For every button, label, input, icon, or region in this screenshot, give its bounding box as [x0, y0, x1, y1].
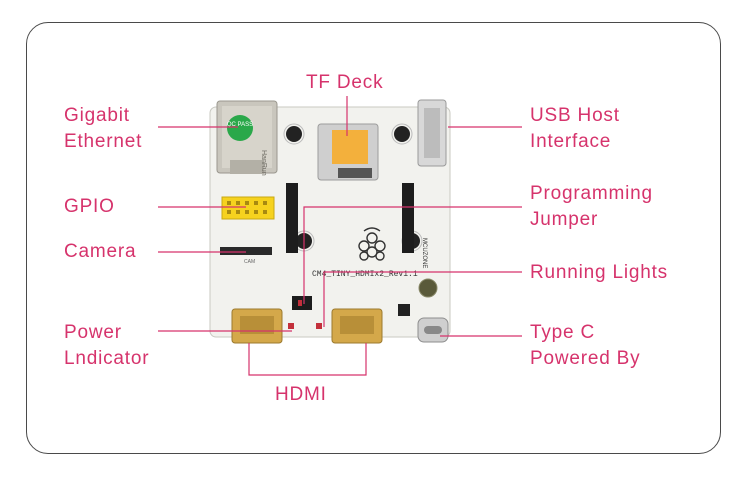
diagram-frame: [26, 22, 721, 454]
model-silk-text: CM4_TINY_HDMIx2_Rev1.1: [312, 270, 418, 279]
line-programming-jumper: [303, 206, 522, 304]
label-type-c-line2: Powered By: [530, 348, 641, 369]
power-led: [288, 323, 294, 329]
label-power-indicator-line1: Power: [64, 322, 122, 343]
label-gpio: GPIO: [64, 196, 115, 217]
qc-badge-text: QC PASS: [227, 122, 253, 128]
camera-connector: [220, 247, 272, 255]
line-hdmi-bracket: [248, 343, 367, 376]
hdmi-port-1: [231, 308, 283, 344]
label-hdmi: HDMI: [275, 384, 327, 405]
label-power-indicator-line2: Lndicator: [64, 348, 150, 369]
gpio-header: [221, 196, 275, 220]
rj45-jack: QC PASS HanRun: [216, 100, 278, 176]
rj45-brand-text: HanRun: [260, 150, 267, 176]
label-programming-jumper-line1: Programming: [530, 183, 653, 204]
tf-card: [332, 130, 368, 164]
hdmi-port-2: [331, 308, 383, 344]
electrolytic-cap: [418, 278, 438, 298]
label-programming-jumper-line2: Jumper: [530, 209, 599, 230]
label-usb-host-line1: USB Host: [530, 105, 620, 126]
usb-host-port: [417, 99, 447, 167]
label-running-lights: Running Lights: [530, 262, 668, 283]
label-camera: Camera: [64, 241, 137, 262]
label-gigabit-ethernet-line1: Gigabit: [64, 105, 130, 126]
label-usb-host-line2: Interface: [530, 131, 612, 152]
tf-card-slot: [317, 123, 379, 181]
cm4-connector-right: [402, 183, 414, 253]
qc-badge: [227, 115, 253, 141]
cm4-connector-left: [286, 183, 298, 253]
brand-silk-text: MCUZONE: [421, 238, 427, 268]
label-tf-deck: TF Deck: [306, 72, 384, 93]
running-light-led: [298, 300, 302, 306]
label-gigabit-ethernet-line2: Ethernet: [64, 131, 143, 152]
label-type-c-line1: Type C: [530, 322, 595, 343]
camera-silk-text: CAM: [244, 259, 255, 265]
raspberry-logo: [358, 227, 386, 261]
line-running-lights: [323, 271, 522, 327]
